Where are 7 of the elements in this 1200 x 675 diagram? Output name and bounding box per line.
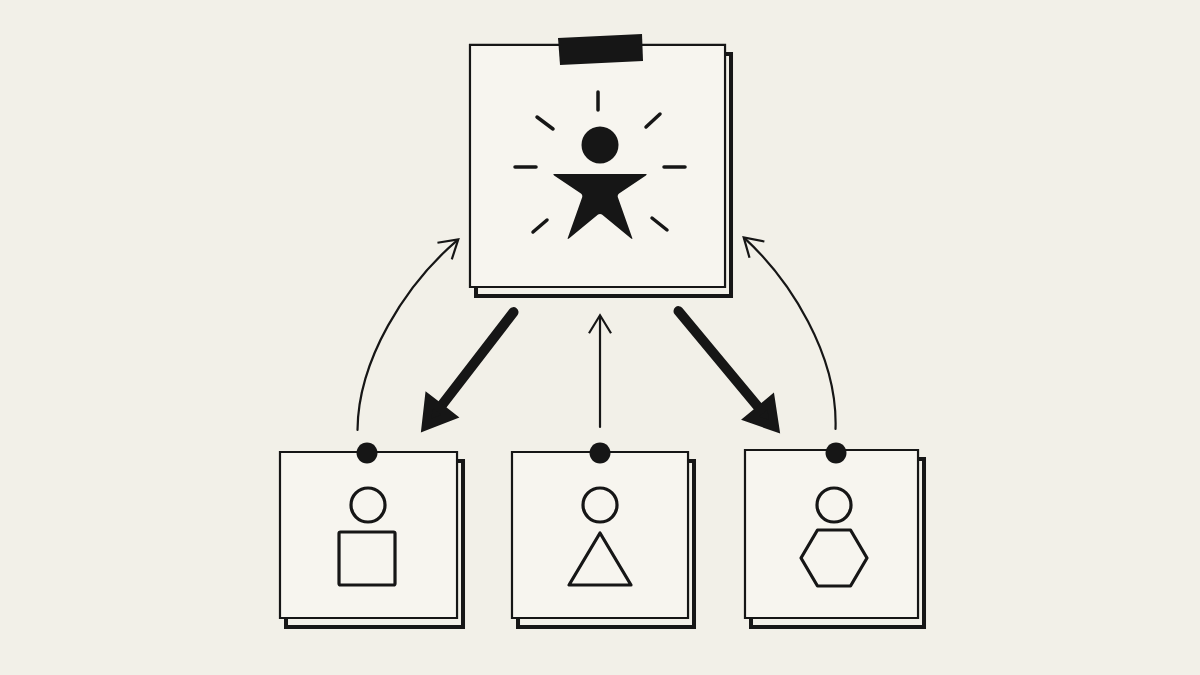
arrow <box>588 313 612 428</box>
arrow <box>742 236 837 430</box>
sticky-note <box>278 442 465 629</box>
arrow <box>356 238 460 431</box>
sticky-note <box>468 34 733 298</box>
sticky-note <box>510 442 696 629</box>
sticky-note <box>743 442 926 629</box>
